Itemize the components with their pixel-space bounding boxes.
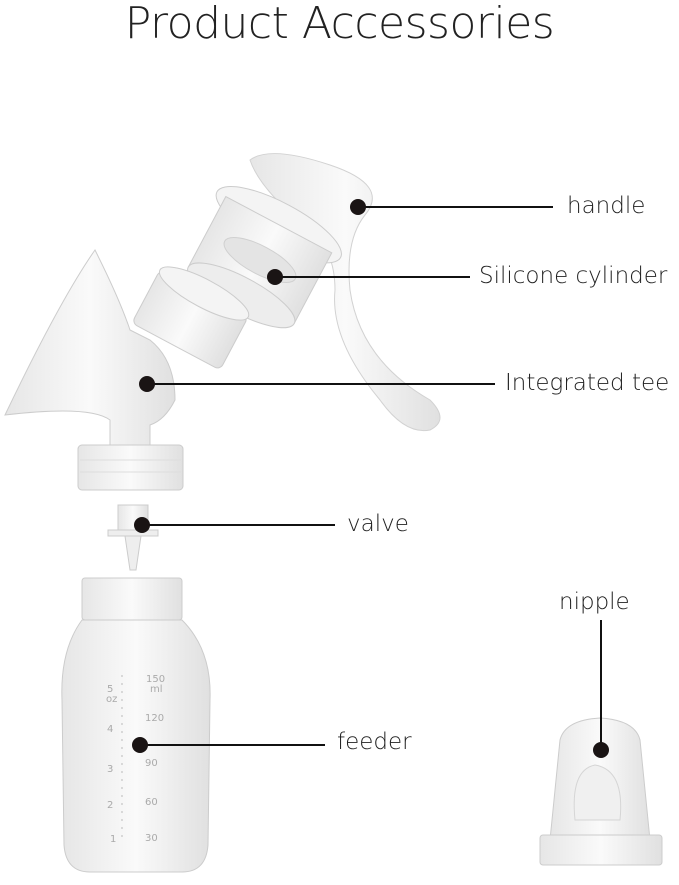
label-silicone-cylinder: Silicone cylinder: [479, 263, 668, 289]
oz-3: 3: [107, 764, 113, 775]
feeder-part: 150 ml 120 90 60 30 5 oz 4 3 2 1: [61, 577, 211, 873]
oz-unit: oz: [106, 694, 117, 705]
oz-2: 2: [107, 800, 113, 811]
valve-part: [107, 504, 159, 571]
integrated-tee-part: [4, 249, 250, 491]
ml-60: 60: [145, 797, 158, 808]
oz-1: 1: [110, 834, 116, 845]
label-handle: handle: [567, 193, 646, 219]
ml-unit: ml: [150, 684, 163, 695]
page-title: Product Accessories: [124, 0, 555, 49]
ml-120: 120: [145, 713, 164, 724]
label-feeder: feeder: [337, 729, 412, 755]
ml-90: 90: [145, 758, 158, 769]
ml-150: 150: [146, 674, 165, 685]
label-nipple: nipple: [559, 589, 630, 615]
label-valve: valve: [347, 511, 409, 537]
ml-30: 30: [145, 833, 158, 844]
oz-5: 5: [107, 684, 113, 695]
leader-dots: [132, 199, 609, 758]
nipple-part: [539, 717, 663, 866]
oz-4: 4: [107, 724, 113, 735]
label-integrated-tee: Integrated tee: [505, 370, 670, 396]
leader-lines: [140, 206, 602, 750]
